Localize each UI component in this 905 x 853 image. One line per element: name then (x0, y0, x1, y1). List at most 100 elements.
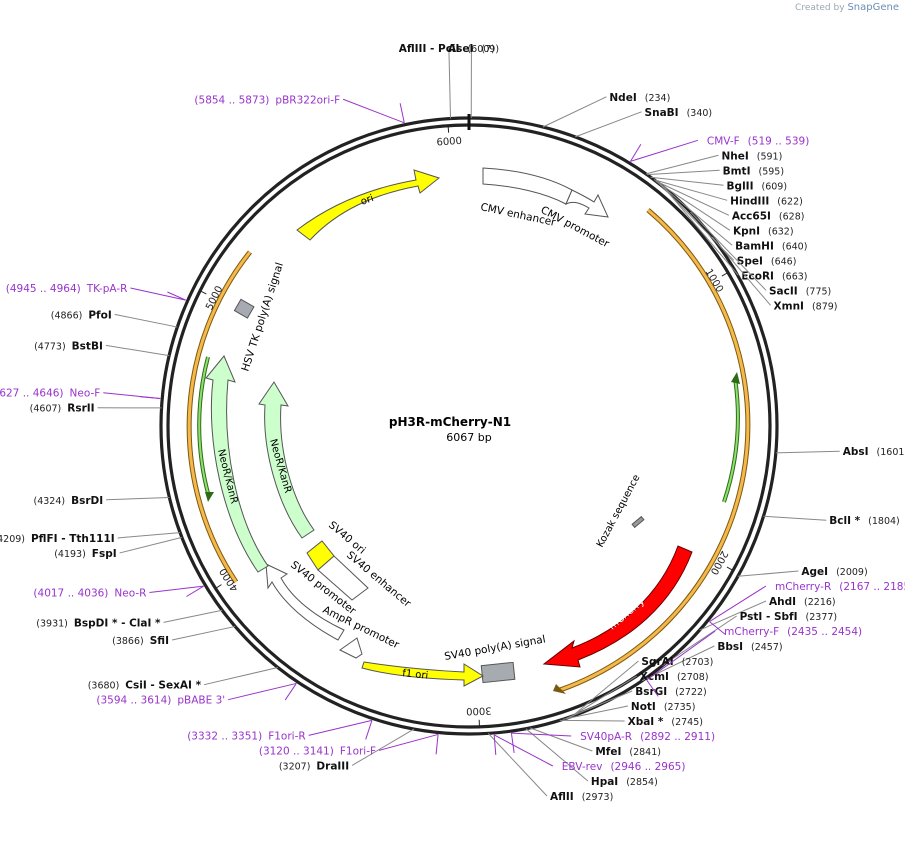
site-hpai-label[interactable]: HpaI(2854) (591, 776, 658, 788)
site-sfii-label[interactable]: (3866)SfiI (112, 635, 169, 647)
feature-cmv-promoter (565, 189, 609, 218)
primer-pbabe-3--range: (3594 .. 3614) (96, 695, 171, 707)
site-bglii-label[interactable]: BglII (609) (727, 180, 787, 192)
site-sgrai-name: SgrAI (641, 656, 673, 668)
site-pflfi-leader (117, 532, 181, 539)
primer-neo-r-marker (186, 585, 204, 597)
site-noti-name: NotI (631, 701, 656, 713)
primer-tk-pa-r-marker (167, 291, 186, 301)
site-bstbi-label[interactable]: (4773)BstBI (34, 340, 103, 352)
primer-neo-f-label[interactable]: (4627 .. 4646)Neo-F (0, 388, 100, 400)
primer-tk-pa-r-label[interactable]: (4945 .. 4964)TK-pA-R (6, 283, 128, 295)
site-xbai--label[interactable]: XbaI *(2745) (628, 716, 703, 728)
site-fspi-pos: (4193) (54, 549, 86, 560)
site-hindiii-pos: (622) (777, 196, 803, 207)
primer-cmv-f-name: CMV-F (707, 135, 740, 147)
site-bbsi-label[interactable]: BbsI(2457) (717, 641, 782, 653)
site-nhei-label[interactable]: NheI(591) (721, 150, 782, 162)
site-psti-label[interactable]: PstI - SbfI(2377) (740, 611, 838, 623)
site-sfii-leader (171, 625, 236, 641)
site-draiii-label[interactable]: (3207)DraIII (279, 760, 349, 772)
primer-pbr322ori-f-leader (342, 98, 405, 124)
site-bamhi-name: BamHI (735, 240, 774, 252)
tick-mark-4000 (215, 584, 222, 589)
site-hindiii-leader (653, 179, 728, 201)
primer-f1ori-f-label[interactable]: (3120 .. 3141)F1ori-F (259, 745, 376, 757)
site-bspdi--label[interactable]: (3931)BspDI * - ClaI * (36, 617, 161, 629)
site-rsrii-label[interactable]: (4607)RsrII (30, 403, 95, 415)
site-absi-label[interactable]: AbsI(1601) (843, 446, 905, 458)
site-mfei-label[interactable]: MfeI (2841) (595, 746, 661, 758)
site-kpni-label[interactable]: KpnI(632) (733, 225, 794, 237)
site-afliii-label[interactable]: AflIII - PciI(6009) (399, 43, 499, 55)
primer-cmv-f-label[interactable]: CMV-F(519 .. 539) (707, 135, 809, 147)
site-xmni-label[interactable]: XmnI(879) (774, 300, 838, 312)
site-bmti-name: BmtI (723, 165, 751, 177)
primer-neo-r-name: Neo-R (114, 587, 146, 599)
site-bsrgi-label[interactable]: BsrGI(2722) (635, 686, 707, 698)
site-ecori-label[interactable]: EcoRI(663) (741, 270, 807, 282)
primer-mcherry-f-label[interactable]: mCherry-F(2435 .. 2454) (724, 626, 862, 638)
site-pflfi-pos: (4209) (0, 534, 25, 545)
site-sacii-label[interactable]: SacII(775) (769, 285, 831, 297)
primer-neo-r-label[interactable]: (4017 .. 4036)Neo-R (33, 587, 146, 599)
site-bcli--label[interactable]: BclI *(1804) (829, 515, 899, 527)
site-xmni-pos: (879) (812, 301, 838, 312)
site-aflii-pos: (2973) (582, 792, 614, 803)
site-ndei-label[interactable]: NdeI(234) (609, 92, 670, 104)
feature-neor-kanr-outer (205, 355, 269, 573)
site-mfei-pos: (2841) (629, 747, 661, 758)
site-hpai-pos: (2854) (626, 777, 658, 788)
site-pflfi-label[interactable]: (4209)PflFI - Tth111I (0, 533, 115, 545)
site-kpni-name: KpnI (733, 225, 760, 237)
site-snabi-label[interactable]: SnaBI(340) (645, 107, 713, 119)
site-bamhi-label[interactable]: BamHI(640) (735, 240, 807, 252)
site-csii-label[interactable]: (3680)CsiI - SexAI * (88, 680, 202, 692)
site-noti-leader (562, 705, 629, 720)
site-fspi-label[interactable]: (4193)FspI (54, 548, 116, 560)
primer-mcherry-r-label[interactable]: mCherry-R(2167 .. 2185) (775, 581, 905, 593)
site-bsrdi-pos: (4324) (33, 496, 65, 507)
site-mfei-name: MfeI (595, 746, 621, 758)
site-acc65i-label[interactable]: Acc65I(628) (732, 210, 805, 222)
site-psti-pos: (2377) (806, 612, 838, 623)
orf-green-left-arrow (205, 492, 214, 502)
site-bglii-name: BglII (727, 180, 754, 192)
site-bglii-leader (650, 176, 724, 186)
site-noti-label[interactable]: NotI(2735) (631, 701, 696, 713)
site-bglii-pos: (609) (761, 181, 787, 192)
site-asei-label[interactable]: AseI(7) (448, 43, 495, 55)
tick-label-6000: 6000 (436, 136, 462, 149)
site-bmti-label[interactable]: BmtI (595) (723, 165, 784, 177)
site-snabi-name: SnaBI (645, 107, 679, 119)
site-agei-label[interactable]: AgeI(2009) (801, 566, 867, 578)
primer-pbr322ori-f-range: (5854 .. 5873) (194, 94, 269, 106)
primer-pbabe-3--leader (228, 682, 297, 701)
site-aflii-label[interactable]: AflII (2973) (550, 791, 613, 803)
primer-pbabe-3--marker (284, 683, 297, 701)
site-bmti-pos: (595) (758, 166, 784, 177)
primer-mcherry-f-range: (2435 .. 2454) (787, 626, 862, 638)
snapgene-brand: Created by SnapGene (795, 2, 899, 13)
primer-pbabe-3--label[interactable]: (3594 .. 3614) pBABE 3' (96, 695, 225, 707)
feature-ori (296, 169, 441, 241)
site-pfoi-label[interactable]: (4866)PfoI (51, 309, 112, 321)
primer-pbabe-3--name: pBABE 3' (177, 695, 225, 707)
site-aflii-name: AflII (550, 791, 574, 803)
primer-ebv-rev-label[interactable]: EBV-rev(2946 .. 2965) (562, 761, 686, 773)
site-sacii-name: SacII (769, 285, 798, 297)
site-ndei-leader (542, 96, 607, 128)
site-spei-name: SpeI (737, 255, 763, 267)
site-bsrgi-name: BsrGI (635, 686, 667, 698)
orf-green-left (198, 356, 210, 498)
primer-f1ori-r-label[interactable]: (3332 .. 3351)F1ori-R (187, 730, 305, 742)
tick-label-3000: 3000 (466, 704, 492, 716)
site-sfii-name: SfiI (150, 635, 169, 647)
site-hindiii-label[interactable]: HindIII(622) (730, 195, 803, 207)
site-ahdi-label[interactable]: AhdI(2216) (769, 596, 836, 608)
site-bsrdi-label[interactable]: (4324)BsrDI (33, 495, 103, 507)
primer-pbr322ori-f-label[interactable]: (5854 .. 5873)pBR322ori-F (194, 94, 340, 106)
site-spei-label[interactable]: SpeI(646) (737, 255, 797, 267)
primer-sv40pa-r-label[interactable]: SV40pA-R(2892 .. 2911) (580, 731, 715, 743)
site-sgrai-label[interactable]: SgrAI(2703) (641, 656, 713, 668)
